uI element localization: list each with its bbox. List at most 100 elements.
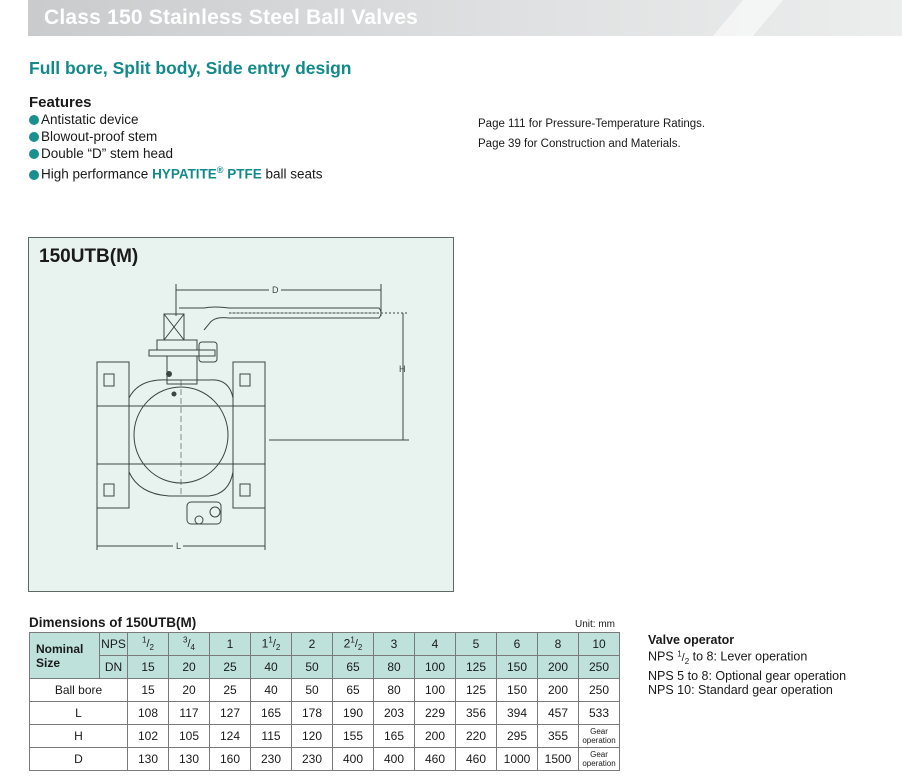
valve-drawing: D H L [96, 284, 409, 551]
unit-label: Unit: mm [575, 619, 615, 630]
table-cell: 400 [373, 747, 415, 771]
model-title: 150UTB(M) [39, 246, 139, 267]
nps-cell: 2 [291, 632, 333, 656]
table-cell: 229 [414, 701, 456, 725]
nps-cell: 1/2 [127, 632, 169, 656]
row-label: L [29, 701, 128, 725]
dn-cell: 125 [455, 655, 497, 679]
table-cell: 400 [332, 747, 374, 771]
table-row: D 130 130 160 230 230 400 400 460 460 10… [29, 747, 620, 771]
dim-label-l: L [176, 541, 181, 551]
bullet-icon [29, 148, 39, 159]
brand-suffix: PTFE [223, 166, 262, 182]
dn-cell: 20 [168, 655, 210, 679]
nps-cell: 6 [496, 632, 538, 656]
table-cell: 117 [168, 701, 210, 725]
nps-cell: 1 [209, 632, 251, 656]
nominal-size-header: Nominal Size [29, 632, 100, 679]
note-line: Page 111 for Pressure-Temperature Rating… [478, 118, 706, 130]
dimensions-table: Nominal Size NPS 1/2 3/4 1 11/2 2 21/2 3… [29, 632, 620, 771]
feature-item: Blowout-proof stem [29, 129, 323, 146]
table-cell: 394 [496, 701, 538, 725]
banner-decoration [712, 0, 784, 36]
table-title: Dimensions of 150UTB(M) [29, 615, 197, 630]
bullet-icon [29, 115, 39, 125]
feature-item: High performance HYPATITE® PTFE ball sea… [29, 162, 323, 182]
feature-item: Antistatic device [29, 112, 323, 129]
table-cell: 50 [291, 678, 333, 702]
dn-cell: 150 [496, 655, 538, 679]
nps-cell: 21/2 [332, 632, 374, 656]
nps-cell: 11/2 [250, 632, 292, 656]
dn-cell: 50 [291, 655, 333, 679]
table-cell: 125 [455, 678, 497, 702]
bullet-icon [29, 131, 39, 142]
nps-cell: 3/4 [168, 632, 210, 656]
table-cell: 130 [127, 747, 169, 771]
table-cell: 220 [455, 724, 497, 748]
dn-cell: 250 [578, 655, 620, 679]
table-cell: 80 [373, 678, 415, 702]
table-cell: 155 [332, 724, 374, 748]
table-cell: 100 [414, 678, 456, 702]
table-cell: 108 [127, 701, 169, 725]
table-cell: 160 [209, 747, 251, 771]
nps-label: NPS [99, 632, 128, 656]
table-cell: 200 [537, 678, 579, 702]
table-cell: 105 [168, 724, 210, 748]
table-cell: 124 [209, 724, 251, 748]
table-cell: 230 [250, 747, 292, 771]
table-cell: 40 [250, 678, 292, 702]
features-list: Antistatic device Blowout-proof stem Dou… [29, 112, 323, 182]
dn-cell: 80 [373, 655, 415, 679]
dim-label-d: D [272, 285, 279, 295]
row-label: D [29, 747, 128, 771]
table-cell: 460 [414, 747, 456, 771]
table-cell: 460 [455, 747, 497, 771]
gear-operation-note: Gear operation [578, 747, 620, 771]
table-cell: 190 [332, 701, 374, 725]
nps-cell: 10 [578, 632, 620, 656]
nps-cell: 8 [537, 632, 579, 656]
page-subtitle: Full bore, Split body, Side entry design [29, 58, 352, 78]
brand-name: HYPATITE [152, 166, 217, 182]
valve-operator-notes: Valve operator NPS 1/2 to 8: Lever opera… [648, 633, 846, 697]
dn-cell: 25 [209, 655, 251, 679]
table-cell: 230 [291, 747, 333, 771]
registered-mark: ® [216, 165, 224, 176]
table-cell: 130 [168, 747, 210, 771]
table-cell: 115 [250, 724, 292, 748]
table-cell: 203 [373, 701, 415, 725]
table-cell: 120 [291, 724, 333, 748]
dim-label-h: H [399, 364, 406, 374]
table-cell: 295 [496, 724, 538, 748]
nps-cell: 3 [373, 632, 415, 656]
table-cell: 1000 [496, 747, 538, 771]
table-cell: 15 [127, 678, 169, 702]
row-label: H [29, 724, 128, 748]
table-cell: 165 [373, 724, 415, 748]
features-heading: Features [29, 94, 92, 111]
table-row: H 102 105 124 115 120 155 165 200 220 29… [29, 724, 620, 748]
feature-item: Double “D” stem head [29, 146, 323, 163]
table-cell: 25 [209, 678, 251, 702]
valve-operator-heading: Valve operator [648, 633, 735, 647]
dn-label: DN [99, 655, 128, 679]
table-row: Ball bore 15 20 25 40 50 65 80 100 125 1… [29, 678, 620, 702]
table-cell: 533 [578, 701, 620, 725]
table-row: Nominal Size NPS 1/2 3/4 1 11/2 2 21/2 3… [29, 632, 620, 679]
table-cell: 457 [537, 701, 579, 725]
dn-cell: 100 [414, 655, 456, 679]
dn-cell: 200 [537, 655, 579, 679]
bullet-icon [29, 169, 39, 180]
table-cell: 65 [332, 678, 374, 702]
nps-cell: 5 [455, 632, 497, 656]
table-cell: 178 [291, 701, 333, 725]
table-cell: 355 [537, 724, 579, 748]
reference-notes: Page 111 for Pressure-Temperature Rating… [478, 114, 705, 154]
table-cell: 200 [414, 724, 456, 748]
valve-operator-line: NPS 5 to 8: Optional gear operation [648, 668, 847, 683]
table-cell: 127 [209, 701, 251, 725]
nps-cell: 4 [414, 632, 456, 656]
table-cell: 20 [168, 678, 210, 702]
